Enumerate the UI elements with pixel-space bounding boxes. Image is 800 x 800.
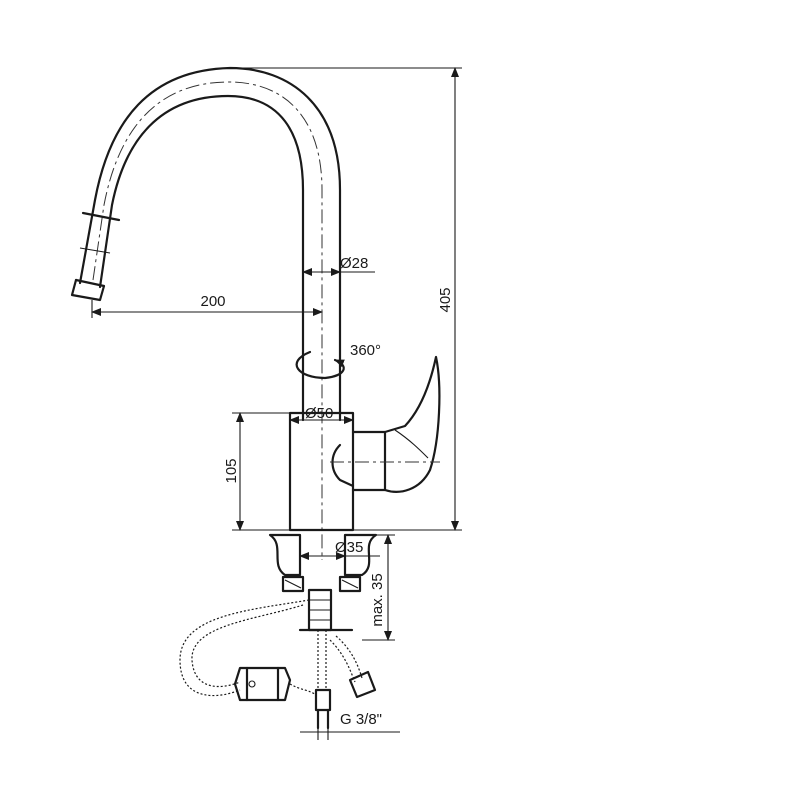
dim-height-total: 405 [437,287,454,312]
dim-max-counter: max. 35 [369,573,386,626]
dimension-lines [91,67,462,740]
dim-reach: 200 [200,293,225,310]
faucet-body [288,355,441,532]
dim-body-height: 105 [223,458,240,483]
spout [70,66,342,560]
dim-base-diameter: Ø35 [335,539,363,556]
dim-body-diameter: Ø50 [305,405,333,422]
dim-spout-diameter: Ø28 [340,255,368,272]
supply-hoses [179,588,377,730]
dim-rotation: 360° [350,342,381,359]
dim-thread: G 3/8" [340,711,382,728]
countertop-section [268,533,378,593]
